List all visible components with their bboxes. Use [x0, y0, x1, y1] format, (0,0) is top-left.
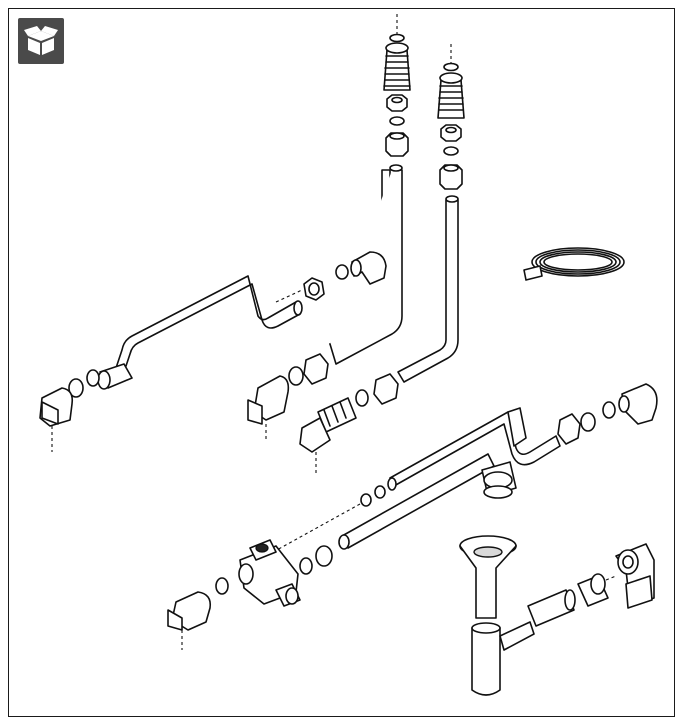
elbow-fittings	[39, 251, 658, 474]
wall-elbow	[615, 543, 655, 609]
hose-coil	[523, 247, 625, 281]
top-valve-connector-right	[437, 44, 465, 190]
lower-bent-pipe	[265, 407, 561, 557]
package-contents-badge	[18, 18, 64, 64]
upper-bent-pipe	[97, 275, 303, 390]
right-riser-pipe	[397, 195, 459, 383]
top-valve-connector-left	[383, 14, 411, 157]
siphon-trap	[459, 535, 617, 696]
open-box-icon	[24, 26, 58, 55]
tee-valve	[167, 539, 333, 650]
